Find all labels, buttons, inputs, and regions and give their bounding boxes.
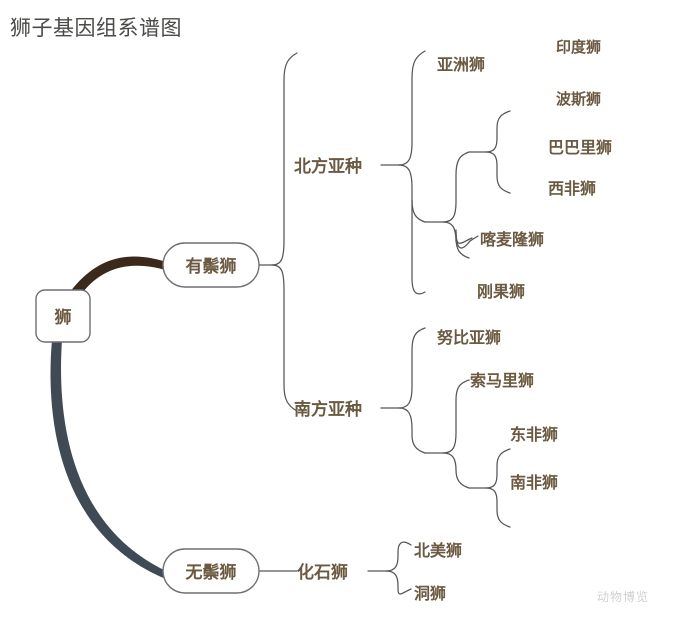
node-maned-label: 有鬃狮 — [186, 256, 237, 277]
connector-southafrican — [485, 487, 511, 528]
label-southern[interactable]: 南方亚种 — [294, 399, 362, 420]
connector-cameroon — [455, 229, 479, 249]
page-title: 狮子基因组系谱图 — [10, 16, 182, 40]
connector-northern-upper — [398, 50, 426, 166]
label-nubian[interactable]: 努比亚狮 — [437, 328, 501, 347]
label-asiatic[interactable]: 亚洲狮 — [437, 55, 485, 74]
label-northern[interactable]: 北方亚种 — [294, 156, 362, 177]
trunk-maned — [70, 256, 172, 296]
label-cameroon[interactable]: 喀麦隆狮 — [480, 230, 544, 249]
connector-cave — [385, 570, 412, 595]
connector-barbary — [485, 110, 511, 153]
label-southafrican[interactable]: 南非狮 — [510, 473, 558, 492]
connector-southern-upper — [398, 327, 426, 409]
connector-eastafrican — [485, 448, 511, 489]
label-persian[interactable]: 波斯狮 — [556, 90, 601, 108]
label-barbary[interactable]: 巴巴里狮 — [548, 138, 612, 157]
connector-maned-upper — [271, 52, 298, 266]
connector-southern-lower — [398, 407, 426, 454]
connector-cameroon-line — [455, 231, 473, 244]
label-congo[interactable]: 刚果狮 — [477, 282, 525, 301]
connector-northern-lower — [398, 164, 426, 223]
label-fossil[interactable]: 化石狮 — [297, 562, 348, 583]
label-eastafrican[interactable]: 东非狮 — [510, 425, 558, 444]
label-westafrican[interactable]: 西非狮 — [548, 179, 596, 198]
node-root-label: 狮 — [54, 307, 72, 328]
connector-westafrican — [485, 151, 511, 194]
label-somali[interactable]: 索马里狮 — [470, 371, 534, 390]
node-maneless-box[interactable] — [162, 548, 260, 594]
node-maned-box[interactable] — [162, 242, 260, 288]
node-root-box[interactable] — [35, 289, 91, 343]
label-indian[interactable]: 印度狮 — [556, 38, 601, 56]
connector-northamerican — [385, 541, 412, 572]
connector-southern-inner-lower — [442, 452, 470, 489]
watermark: 动物博览 — [597, 590, 650, 604]
trunk-maneless — [50, 340, 166, 579]
label-northamerican[interactable]: 北美狮 — [414, 541, 462, 560]
label-cave[interactable]: 洞狮 — [414, 584, 446, 603]
connector-somali — [442, 379, 470, 454]
node-maneless-label: 无鬃狮 — [185, 562, 237, 583]
connector-northern-inner-a — [442, 151, 470, 223]
connector-congo — [411, 199, 426, 295]
connector-maned-lower — [271, 264, 298, 412]
